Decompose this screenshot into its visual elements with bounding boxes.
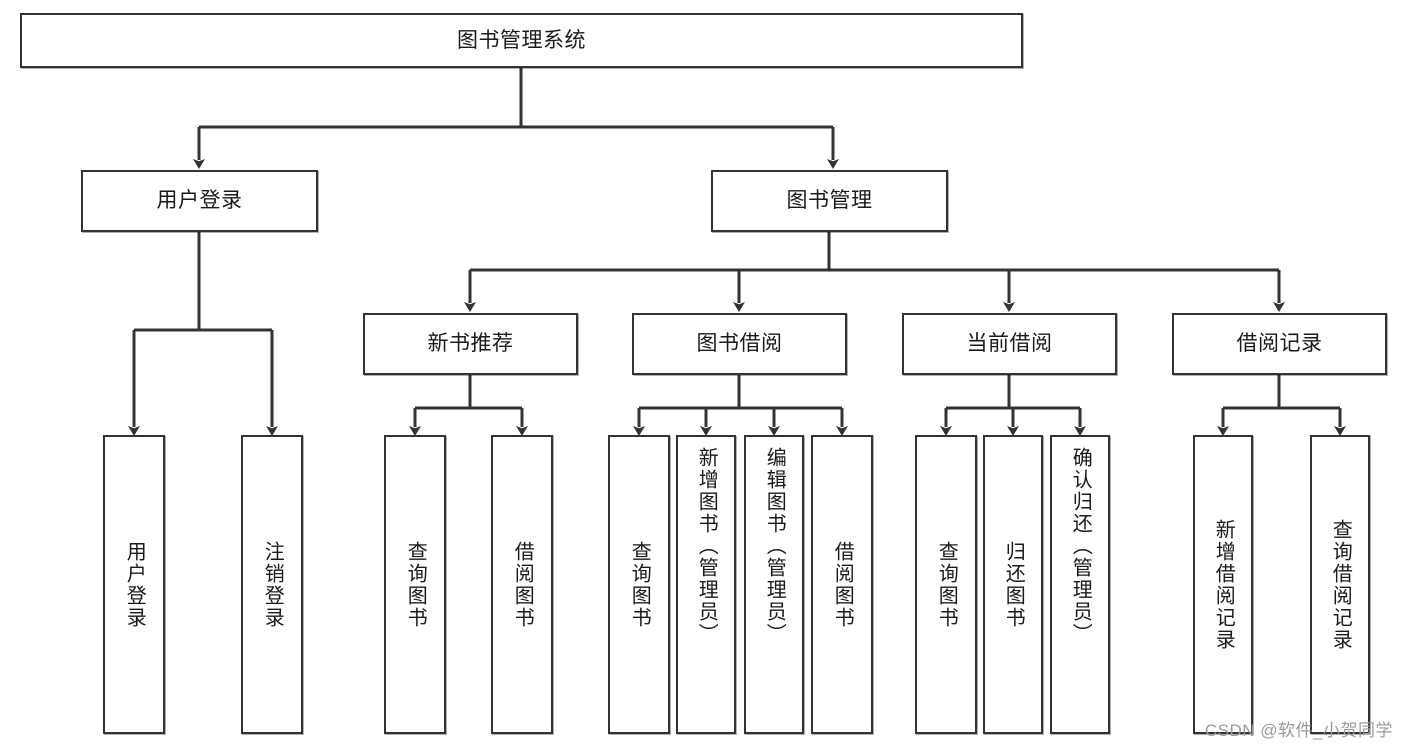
- node-leaf-add-record[interactable]: 新增借阅记录: [1193, 435, 1253, 734]
- leaf-label: 查询图书: [935, 540, 958, 629]
- node-leaf-query-book-1[interactable]: 查询图书: [384, 435, 446, 734]
- node-leaf-logout[interactable]: 注销登录: [241, 435, 303, 734]
- node-user-login[interactable]: 用户登录: [81, 170, 318, 232]
- leaf-label: 借阅图书: [511, 540, 534, 629]
- leaf-label: 查询借阅记录: [1329, 518, 1352, 651]
- node-leaf-edit-book[interactable]: 编辑图书（管理员）: [744, 435, 804, 734]
- node-current-borrow[interactable]: 当前借阅: [902, 313, 1117, 375]
- node-book-borrow[interactable]: 图书借阅: [632, 313, 847, 375]
- leaf-label: 归还图书: [1002, 540, 1025, 629]
- node-leaf-return-book[interactable]: 归还图书: [983, 435, 1043, 734]
- node-leaf-confirm-return[interactable]: 确认归还（管理员）: [1050, 435, 1110, 734]
- leaf-label: 查询图书: [628, 540, 651, 629]
- node-leaf-query-record[interactable]: 查询借阅记录: [1310, 435, 1370, 734]
- leaf-label: 新增图书（管理员）: [695, 447, 718, 645]
- leaf-label: 确认归还（管理员）: [1069, 447, 1092, 645]
- leaf-label: 查询图书: [404, 540, 427, 629]
- node-leaf-query-book-2[interactable]: 查询图书: [608, 435, 670, 734]
- node-leaf-borrow-book-2[interactable]: 借阅图书: [811, 435, 873, 734]
- node-leaf-borrow-book-1[interactable]: 借阅图书: [491, 435, 553, 734]
- node-borrow-record[interactable]: 借阅记录: [1172, 313, 1387, 375]
- leaf-label: 借阅图书: [831, 540, 854, 629]
- leaf-label: 编辑图书（管理员）: [763, 447, 786, 645]
- leaf-label: 用户登录: [123, 540, 146, 629]
- node-new-book-rec[interactable]: 新书推荐: [363, 313, 578, 375]
- node-leaf-add-book[interactable]: 新增图书（管理员）: [676, 435, 736, 734]
- node-root[interactable]: 图书管理系统: [20, 13, 1023, 68]
- node-leaf-query-book-3[interactable]: 查询图书: [915, 435, 977, 734]
- node-leaf-user-login[interactable]: 用户登录: [103, 435, 165, 734]
- leaf-label: 注销登录: [261, 540, 284, 629]
- leaf-label: 新增借阅记录: [1212, 518, 1235, 651]
- csdn-watermark: CSDN @软件_小贺同学: [1204, 721, 1393, 740]
- node-book-manage[interactable]: 图书管理: [711, 170, 948, 232]
